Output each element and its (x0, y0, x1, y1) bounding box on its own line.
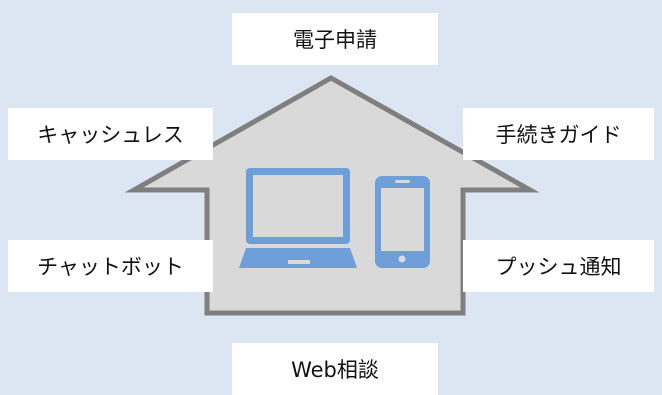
label-web-consultation: Web相談 (232, 343, 438, 395)
label-push-notification: プッシュ通知 (463, 240, 654, 292)
label-electronic-application: 電子申請 (232, 13, 438, 65)
laptop-icon (239, 168, 357, 268)
label-procedure-guide: 手続きガイド (463, 108, 654, 160)
smartphone-icon (375, 176, 430, 268)
label-chatbot: チャットボット (8, 240, 213, 292)
label-cashless: キャッシュレス (8, 108, 213, 160)
